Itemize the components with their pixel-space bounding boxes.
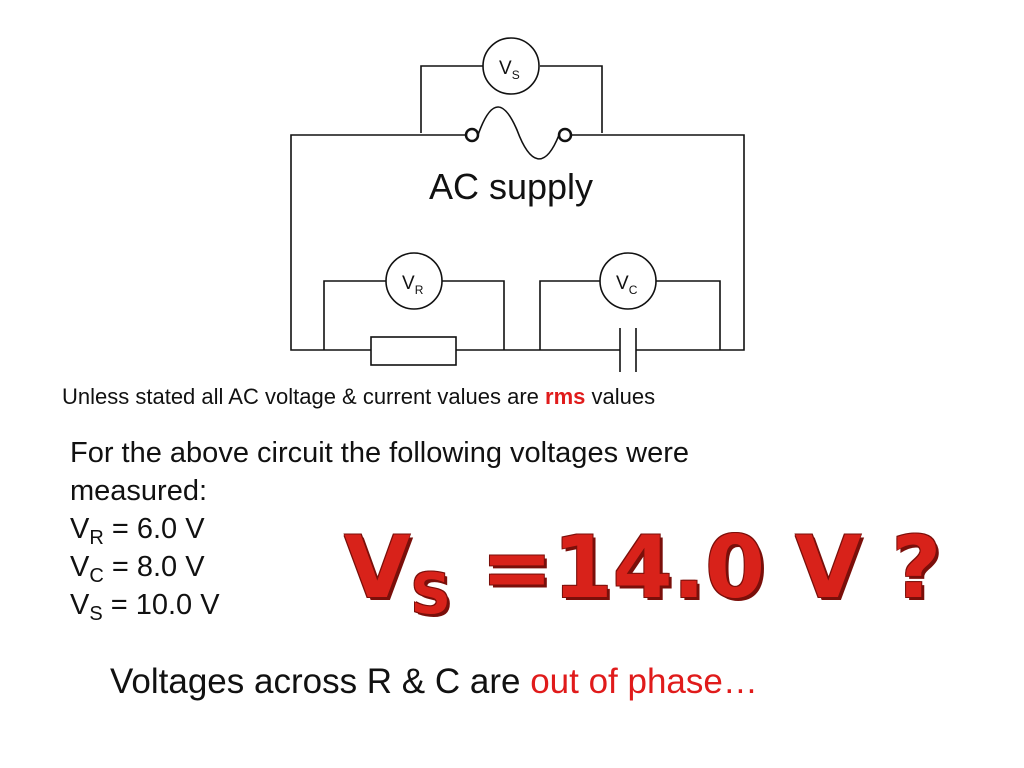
vr-meter-wire bbox=[323, 280, 505, 350]
phase-statement: Voltages across R & C are out of phase… bbox=[110, 662, 758, 702]
vc-voltmeter bbox=[599, 252, 657, 310]
rms-highlight: rms bbox=[545, 384, 586, 409]
rms-note: Unless stated all AC voltage & current v… bbox=[62, 384, 655, 410]
measurements-intro: For the above circuit the following volt… bbox=[70, 437, 689, 507]
vr-measurement: VR = 6.0 V bbox=[70, 513, 205, 549]
phase-highlight: out of phase… bbox=[530, 662, 758, 701]
measurements-block: For the above circuit the following volt… bbox=[70, 434, 830, 624]
vc-voltmeter-label: VC bbox=[616, 273, 638, 297]
vs-question-heading: VS =14.0 V ? bbox=[344, 518, 942, 627]
vs-measurement: VS = 10.0 V bbox=[70, 589, 220, 625]
vc-measurement: VC = 8.0 V bbox=[70, 551, 205, 587]
ac-terminal-left bbox=[464, 127, 480, 143]
capacitor-symbol bbox=[619, 328, 637, 372]
resistor-symbol bbox=[370, 336, 457, 366]
rms-note-suffix: values bbox=[585, 384, 656, 409]
ac-supply-label: AC supply bbox=[429, 166, 593, 207]
main-circuit-wire bbox=[290, 134, 745, 351]
ac-sine-symbol bbox=[477, 106, 560, 160]
vr-voltmeter bbox=[385, 252, 443, 310]
rms-note-prefix: Unless stated all AC voltage & current v… bbox=[62, 384, 546, 409]
vc-meter-wire bbox=[539, 280, 721, 350]
vs-voltmeter-label: VS bbox=[499, 58, 520, 82]
ac-terminal-right bbox=[557, 127, 573, 143]
circuit-diagram: VS VR VC AC supply bbox=[290, 37, 745, 372]
phase-prefix: Voltages across R & C are bbox=[110, 662, 531, 701]
vs-meter-wire bbox=[420, 65, 603, 133]
vr-voltmeter-label: VR bbox=[402, 273, 424, 297]
vs-voltmeter bbox=[482, 37, 540, 95]
